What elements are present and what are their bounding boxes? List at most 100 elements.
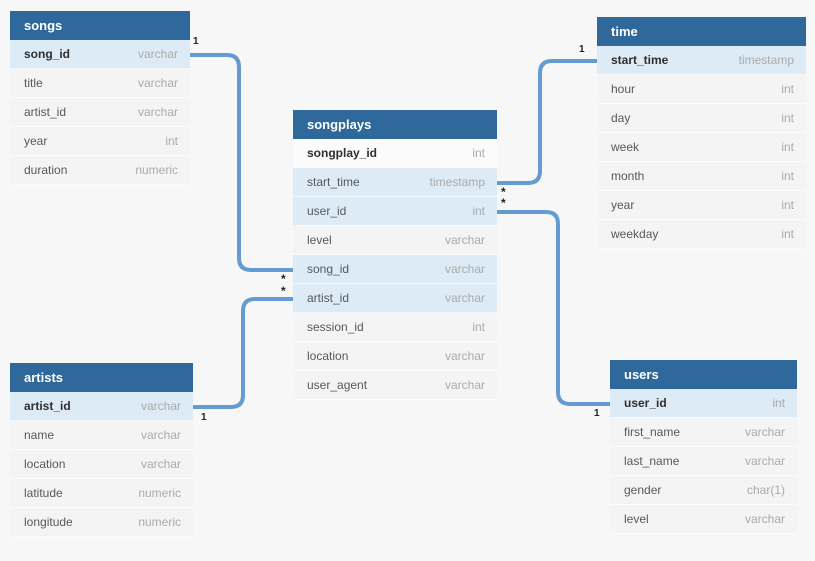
column-name: longitude <box>24 515 73 529</box>
table-users-header[interactable]: users <box>610 360 797 389</box>
connector-songplays-time <box>497 59 597 185</box>
column-type: numeric <box>135 163 178 177</box>
column-name: user_agent <box>307 378 368 392</box>
column-type: int <box>781 140 794 154</box>
table-row[interactable]: month int <box>597 162 806 191</box>
table-row[interactable]: start_time timestamp <box>293 168 497 197</box>
column-name: duration <box>24 163 68 177</box>
table-row[interactable]: duration numeric <box>10 156 190 185</box>
column-type: int <box>472 320 485 334</box>
cardinality-many-user-id: * <box>501 196 506 210</box>
column-name: start_time <box>611 53 669 67</box>
cardinality-many-start-time: * <box>501 185 506 199</box>
table-row[interactable]: latitude numeric <box>10 479 193 508</box>
table-songs[interactable]: songs song_id varchar title varchar arti… <box>10 11 190 185</box>
table-row[interactable]: year int <box>597 191 806 220</box>
column-name: artist_id <box>24 399 71 413</box>
table-title: songplays <box>307 117 372 132</box>
column-name: location <box>24 457 66 471</box>
column-name: last_name <box>624 454 680 468</box>
table-title: time <box>611 24 638 39</box>
column-name: hour <box>611 82 636 96</box>
table-time-header[interactable]: time <box>597 17 806 46</box>
table-row[interactable]: session_id int <box>293 313 497 342</box>
table-songs-header[interactable]: songs <box>10 11 190 40</box>
column-name: start_time <box>307 175 360 189</box>
table-row[interactable]: first_name varchar <box>610 418 797 447</box>
cardinality-one-time: 1 <box>579 44 585 55</box>
table-row[interactable]: weekday int <box>597 220 806 249</box>
column-name: location <box>307 349 349 363</box>
cardinality-many-song-id: * <box>281 272 286 286</box>
table-artists-header[interactable]: artists <box>10 363 193 392</box>
column-type: varchar <box>744 454 785 468</box>
table-row[interactable]: user_agent varchar <box>293 371 497 400</box>
table-songplays[interactable]: songplays songplay_id int start_time tim… <box>293 110 497 400</box>
column-type: varchar <box>137 76 178 90</box>
table-row[interactable]: location varchar <box>293 342 497 371</box>
table-title: artists <box>24 370 64 385</box>
column-name: latitude <box>24 486 63 500</box>
column-name: week <box>611 140 640 154</box>
cardinality-one-users: 1 <box>594 408 600 419</box>
column-type: varchar <box>444 349 485 363</box>
column-type: timestamp <box>738 53 794 67</box>
cardinality-many-artist-id: * <box>281 284 286 298</box>
column-type: varchar <box>137 47 178 61</box>
column-type: int <box>781 227 794 241</box>
table-row[interactable]: song_id varchar <box>293 255 497 284</box>
table-row[interactable]: last_name varchar <box>610 447 797 476</box>
table-row[interactable]: location varchar <box>10 450 193 479</box>
table-users[interactable]: users user_id int first_name varchar las… <box>610 360 797 534</box>
column-type: varchar <box>444 233 485 247</box>
column-name: level <box>307 233 332 247</box>
table-row[interactable]: year int <box>10 127 190 156</box>
table-title: users <box>624 367 659 382</box>
table-row[interactable]: artist_id varchar <box>10 392 193 421</box>
column-type: varchar <box>444 378 485 392</box>
table-row[interactable]: artist_id varchar <box>293 284 497 313</box>
table-row[interactable]: user_id int <box>610 389 797 418</box>
table-songplays-header[interactable]: songplays <box>293 110 497 139</box>
connector-songs-songplays <box>190 53 293 272</box>
column-type: int <box>472 146 485 160</box>
table-row[interactable]: gender char(1) <box>610 476 797 505</box>
column-type: int <box>472 204 485 218</box>
table-row[interactable]: songplay_id int <box>293 139 497 168</box>
column-type: varchar <box>137 105 178 119</box>
table-title: songs <box>24 18 63 33</box>
table-row[interactable]: hour int <box>597 75 806 104</box>
column-name: month <box>611 169 645 183</box>
column-name: level <box>624 512 649 526</box>
table-row[interactable]: artist_id varchar <box>10 98 190 127</box>
table-row[interactable]: title varchar <box>10 69 190 98</box>
table-row[interactable]: level varchar <box>610 505 797 534</box>
table-row[interactable]: name varchar <box>10 421 193 450</box>
column-name: artist_id <box>24 105 67 119</box>
column-name: day <box>611 111 631 125</box>
table-row[interactable]: longitude numeric <box>10 508 193 537</box>
column-type: int <box>781 111 794 125</box>
table-row[interactable]: day int <box>597 104 806 133</box>
table-row[interactable]: level varchar <box>293 226 497 255</box>
table-row[interactable]: week int <box>597 133 806 162</box>
column-type: char(1) <box>746 483 785 497</box>
column-type: int <box>781 82 794 96</box>
column-name: user_id <box>624 396 667 410</box>
table-row[interactable]: user_id int <box>293 197 497 226</box>
column-name: artist_id <box>307 291 350 305</box>
column-name: year <box>24 134 48 148</box>
column-name: year <box>611 198 635 212</box>
table-row[interactable]: start_time timestamp <box>597 46 806 75</box>
column-name: song_id <box>307 262 350 276</box>
table-time[interactable]: time start_time timestamp hour int day i… <box>597 17 806 249</box>
column-name: song_id <box>24 47 71 61</box>
column-type: varchar <box>744 425 785 439</box>
table-row[interactable]: song_id varchar <box>10 40 190 69</box>
table-artists[interactable]: artists artist_id varchar name varchar l… <box>10 363 193 537</box>
column-name: name <box>24 428 55 442</box>
column-name: weekday <box>611 227 659 241</box>
column-name: gender <box>624 483 662 497</box>
column-type: int <box>772 396 785 410</box>
